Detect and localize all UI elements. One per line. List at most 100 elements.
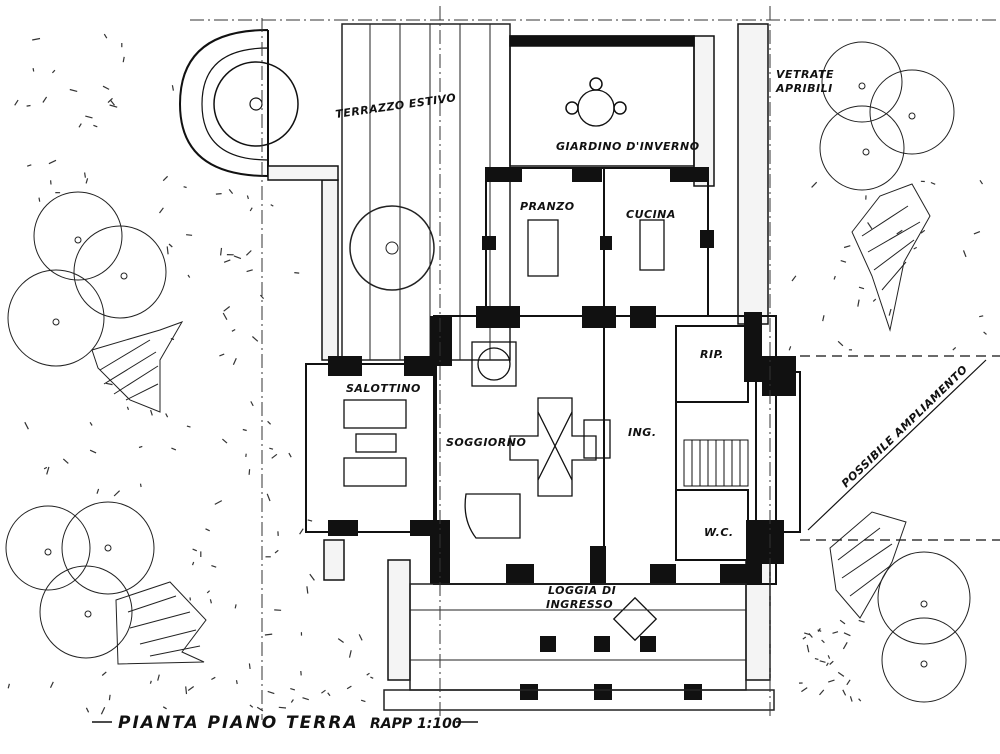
terrain-dash bbox=[32, 37, 41, 41]
terrain-dash bbox=[840, 260, 847, 263]
terrain-dash bbox=[205, 528, 210, 532]
terrain-dash bbox=[811, 181, 818, 188]
terrain-dash bbox=[214, 500, 223, 505]
terrain-dash bbox=[269, 447, 274, 450]
terrain-dash bbox=[222, 312, 228, 320]
label-vetrate: VETRATE bbox=[776, 68, 834, 81]
label-loggia-line2: INGRESSO bbox=[546, 598, 613, 611]
terrain-dash bbox=[827, 655, 831, 659]
terrain-dash bbox=[250, 401, 254, 407]
terrain-dash bbox=[165, 413, 169, 418]
terrain-dash bbox=[829, 660, 834, 665]
terrain-dash bbox=[837, 671, 845, 677]
terrain-dash bbox=[791, 275, 797, 282]
terrain-dash bbox=[290, 688, 296, 691]
terrain-dash bbox=[843, 245, 851, 249]
terrain-dash bbox=[149, 680, 152, 684]
terrain-dash bbox=[346, 685, 352, 690]
terrain-dash bbox=[222, 438, 228, 444]
terrain-dash bbox=[101, 671, 107, 676]
terrain-dash bbox=[290, 699, 294, 703]
terrain-dash bbox=[14, 99, 19, 106]
terrain-dash bbox=[84, 172, 86, 178]
terrain-dash bbox=[103, 33, 108, 39]
terrain-dash bbox=[220, 247, 223, 256]
terrain-dash bbox=[157, 674, 160, 681]
terrain-dash bbox=[27, 164, 32, 167]
terrain-dash bbox=[109, 104, 118, 108]
terrain-dash bbox=[100, 706, 106, 715]
terrain-dash bbox=[211, 676, 216, 681]
terrain-dash bbox=[185, 686, 188, 695]
terrain-dash bbox=[187, 274, 191, 278]
terrain-dash bbox=[370, 676, 374, 679]
terrain-dash bbox=[187, 686, 195, 691]
terrain-dash bbox=[979, 315, 984, 318]
terrain-dash bbox=[822, 315, 825, 322]
terrain-dash bbox=[138, 445, 143, 449]
terrain-dash bbox=[89, 449, 97, 454]
terrain-dash bbox=[223, 306, 231, 312]
terrain-dash bbox=[171, 447, 177, 451]
label-giardino-inverno: GIARDINO D'INVERNO bbox=[556, 140, 700, 153]
terrain-dash bbox=[828, 679, 835, 683]
furniture bbox=[343, 219, 665, 642]
terrain-dash bbox=[846, 679, 851, 686]
terrain-dash bbox=[219, 353, 225, 357]
terrain-dash bbox=[192, 548, 198, 552]
terrain-dash bbox=[337, 638, 344, 643]
terrain-dash bbox=[211, 565, 217, 568]
terrain-dash bbox=[271, 453, 278, 459]
terrain-dash bbox=[983, 331, 987, 335]
label-salottino: SALOTTINO bbox=[346, 382, 421, 395]
terrain-dash bbox=[48, 159, 57, 165]
terrain-dash bbox=[245, 250, 252, 256]
terrain-dash bbox=[913, 246, 917, 250]
terrain-dash bbox=[233, 255, 242, 260]
terrain-dash bbox=[849, 696, 853, 702]
terrain-dash bbox=[206, 590, 211, 594]
terrain-dash bbox=[930, 181, 936, 185]
terrain-dash bbox=[126, 406, 130, 411]
terrain-dash bbox=[242, 428, 247, 432]
drawing-title: PIANTA PIANO TERRA bbox=[118, 713, 359, 733]
tree-cluster-upper-left bbox=[7, 191, 167, 367]
drawing-scale: RAPP 1:100 bbox=[370, 716, 462, 732]
terrain-dash bbox=[857, 299, 860, 307]
tree-cluster-upper-right bbox=[819, 41, 955, 191]
terrain-dash bbox=[366, 672, 370, 676]
terrain-dash bbox=[89, 421, 93, 426]
terrain-dash bbox=[952, 346, 957, 351]
terrain-dash bbox=[842, 689, 847, 696]
terrain-dash bbox=[819, 689, 825, 696]
tree-cluster-lower-left bbox=[5, 501, 155, 659]
label-ingresso: ING. bbox=[628, 426, 657, 439]
terrain-dash bbox=[85, 178, 89, 184]
terrain-dash bbox=[348, 650, 352, 658]
shrub-hatching bbox=[91, 183, 931, 665]
terrain-dash bbox=[108, 694, 111, 701]
terrain-dash bbox=[183, 186, 187, 189]
terrain-dash bbox=[248, 663, 251, 669]
terrain-dash bbox=[267, 420, 272, 425]
tree-cluster-lower-right bbox=[877, 551, 971, 703]
terrain-dash bbox=[832, 631, 839, 634]
terrain-dash bbox=[360, 699, 366, 703]
terrain-dash bbox=[259, 294, 265, 300]
terrain-dash bbox=[306, 586, 309, 594]
label-wc: W.C. bbox=[704, 526, 734, 539]
terrain-dash bbox=[85, 707, 90, 713]
terrain-dash bbox=[162, 175, 169, 182]
terrain-dash bbox=[837, 340, 844, 347]
terrain-dash bbox=[833, 275, 836, 280]
terrain-dash bbox=[814, 658, 819, 660]
terrain-dash bbox=[69, 88, 78, 92]
terrain-dash bbox=[920, 229, 926, 234]
terrain-dash bbox=[139, 483, 142, 488]
terrain-dash bbox=[858, 619, 865, 623]
entry-loggia bbox=[383, 583, 775, 711]
terrain-dash bbox=[858, 698, 862, 702]
terrain-dash bbox=[26, 104, 31, 107]
terrain-dash bbox=[962, 250, 967, 258]
terrain-dash bbox=[246, 195, 249, 200]
